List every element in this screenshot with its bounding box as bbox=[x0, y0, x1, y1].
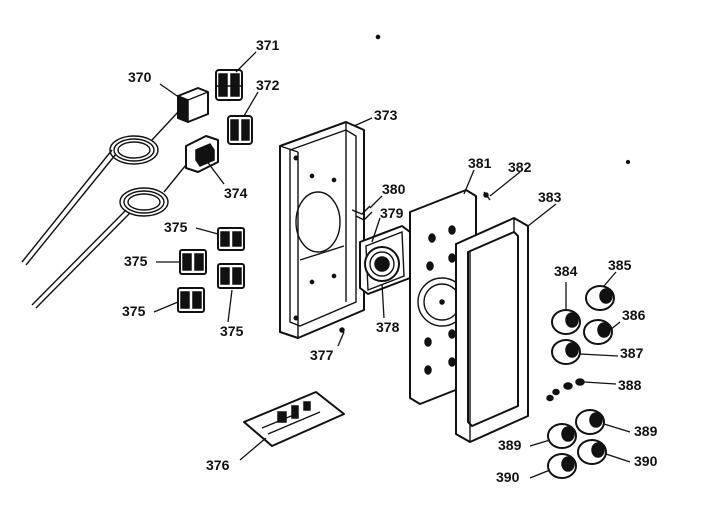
part-371-switch bbox=[215, 69, 243, 101]
callout-375: 375 bbox=[122, 303, 146, 319]
part-384-knob bbox=[551, 309, 581, 335]
part-375-switch bbox=[217, 227, 245, 251]
callout-385: 385 bbox=[608, 257, 632, 273]
part-370-capillary bbox=[21, 111, 179, 266]
part-376-circuit-board bbox=[243, 391, 345, 447]
leader-lines bbox=[153, 51, 631, 479]
callout-388: 388 bbox=[618, 377, 642, 393]
part-373-control-panel bbox=[279, 121, 365, 339]
callout-382: 382 bbox=[508, 159, 532, 175]
callout-374: 374 bbox=[224, 185, 248, 201]
callout-377: 377 bbox=[310, 347, 334, 363]
part-388-clips bbox=[546, 378, 585, 402]
part-386-knob bbox=[583, 319, 613, 345]
callout-386: 386 bbox=[622, 307, 646, 323]
part-375-switch bbox=[177, 287, 205, 313]
callout-390: 390 bbox=[496, 469, 520, 485]
part-372-switch bbox=[227, 115, 253, 145]
callout-381: 381 bbox=[468, 155, 492, 171]
part-385-knob bbox=[585, 285, 615, 311]
part-375-switch bbox=[217, 263, 245, 289]
stray-mark bbox=[625, 159, 631, 165]
callout-375: 375 bbox=[164, 219, 188, 235]
callout-379: 379 bbox=[380, 205, 404, 221]
part-374-capillary bbox=[31, 159, 191, 309]
part-370-thermostat bbox=[177, 87, 209, 124]
part-374-thermostat bbox=[185, 135, 219, 173]
stray-mark bbox=[375, 34, 381, 40]
part-382-screw bbox=[483, 191, 491, 201]
callout-376: 376 bbox=[206, 457, 230, 473]
callout-375: 375 bbox=[124, 253, 148, 269]
callout-378: 378 bbox=[376, 319, 400, 335]
callout-387: 387 bbox=[620, 345, 644, 361]
part-387-knob bbox=[551, 339, 581, 365]
callout-389: 389 bbox=[634, 423, 658, 439]
part-389-knob bbox=[575, 409, 605, 435]
callout-372: 372 bbox=[256, 77, 280, 93]
callout-375: 375 bbox=[220, 323, 244, 339]
callout-380: 380 bbox=[382, 181, 406, 197]
part-383-frame bbox=[455, 217, 529, 443]
part-389-knob bbox=[547, 423, 577, 449]
callout-389: 389 bbox=[498, 437, 522, 453]
part-378-timer-gear bbox=[364, 246, 400, 282]
part-390-knob bbox=[577, 439, 607, 465]
callout-370: 370 bbox=[128, 69, 152, 85]
part-375-switch bbox=[179, 249, 207, 275]
callout-383: 383 bbox=[538, 189, 562, 205]
callout-384: 384 bbox=[554, 263, 578, 279]
callout-371: 371 bbox=[256, 37, 280, 53]
part-380-clip bbox=[351, 205, 373, 221]
part-377-screw bbox=[339, 327, 345, 333]
part-390-knob bbox=[547, 453, 577, 479]
callout-373: 373 bbox=[374, 107, 398, 123]
callout-390: 390 bbox=[634, 453, 658, 469]
